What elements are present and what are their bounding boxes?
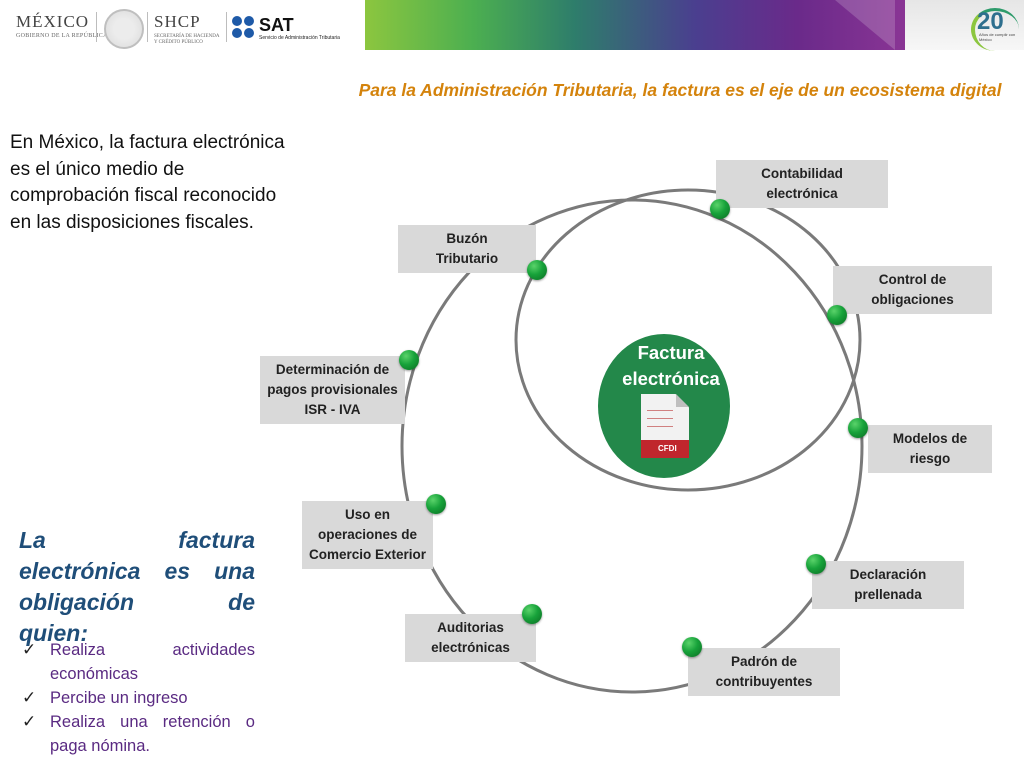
anniversary-logo: 20 Años de cumplir con México <box>971 8 1019 51</box>
slide-title: Para la Administración Tributaria, la fa… <box>358 80 1002 100</box>
document-fold <box>676 394 689 407</box>
shcp-sub-line1: SECRETARÍA DE HACIENDA <box>154 34 220 39</box>
label-determinacion: Determinación de pagos provisionales ISR… <box>260 356 405 424</box>
list-item: ✓ Realiza una retención o paga nómina. <box>22 710 255 758</box>
obligation-list: ✓ Realiza actividades económicas ✓ Percibe… <box>22 638 255 758</box>
node-auditorias <box>522 604 542 624</box>
document-line <box>647 426 673 427</box>
label-modelos: Modelos de riesgo <box>868 425 992 473</box>
node-control <box>827 305 847 325</box>
shcp-logo-subtext: SECRETARÍA DE HACIENDA Y CRÉDITO PÚBLICO <box>154 34 219 46</box>
shcp-logo-text: SHCP <box>154 12 201 31</box>
sat-logo-text: SAT <box>259 15 294 35</box>
checkmark-icon: ✓ <box>22 712 37 731</box>
sat-dots-icon <box>232 16 256 40</box>
checkmark-icon: ✓ <box>22 688 37 707</box>
node-determinacion <box>399 350 419 370</box>
document-line <box>647 418 673 419</box>
mexico-logo-subtext: GOBIERNO DE LA REPÚBLICA <box>16 33 108 39</box>
header-color-band <box>365 0 980 50</box>
sat-logo-subtext: Servicio de Administración Tributaria <box>259 35 340 41</box>
node-declaracion <box>806 554 826 574</box>
document-icon: CFDI <box>641 394 689 462</box>
label-padron: Padrón de contribuyentes <box>688 648 840 696</box>
obligation-heading-line1: La factura electrónica es una obligación… <box>19 527 255 615</box>
header-bar: MÉXICO GOBIERNO DE LA REPÚBLICA SHCP SEC… <box>0 0 1024 51</box>
anniversary-number: 20 <box>977 8 1004 35</box>
label-control: Control de obligaciones <box>833 266 992 314</box>
list-item: ✓ Percibe un ingreso <box>22 686 255 710</box>
label-comercio-exterior: Uso en operaciones de Comercio Exterior <box>302 501 433 569</box>
list-item-text: Percibe un ingreso <box>50 689 188 707</box>
shcp-sub-line2: Y CRÉDITO PÚBLICO <box>154 40 203 45</box>
label-auditorias: Auditorias electrónicas <box>405 614 536 662</box>
logo-sat: SAT Servicio de Administración Tributari… <box>259 16 340 41</box>
list-item-text: Realiza actividades económicas <box>50 641 255 683</box>
intro-paragraph: En México, la factura electrónica es el … <box>10 132 285 233</box>
node-contabilidad <box>710 199 730 219</box>
list-item: ✓ Realiza actividades económicas <box>22 638 255 686</box>
checkmark-icon: ✓ <box>22 640 37 659</box>
anniversary-text: Años de cumplir con México <box>979 32 1016 42</box>
logo-mexico: MÉXICO GOBIERNO DE LA REPÚBLICA <box>16 12 108 39</box>
node-modelos <box>848 418 868 438</box>
cfdi-label: CFDI <box>641 440 689 458</box>
document-line <box>647 410 673 411</box>
mexico-logo-text: MÉXICO <box>16 12 90 31</box>
label-declaracion: Declaración prellenada <box>812 561 964 609</box>
obligation-heading: La factura electrónica es una obligación… <box>19 525 255 649</box>
node-padron <box>682 637 702 657</box>
label-contabilidad: Contabilidad electrónica <box>716 160 888 208</box>
header-divider <box>96 12 97 42</box>
node-buzon <box>527 260 547 280</box>
label-buzon: Buzón Tributario <box>398 225 536 273</box>
header-divider <box>226 12 227 42</box>
node-comercio-exterior <box>426 494 446 514</box>
list-item-text: Realiza una retención o paga nómina. <box>50 713 255 755</box>
logo-shcp: SHCP SECRETARÍA DE HACIENDA Y CRÉDITO PÚ… <box>154 12 219 46</box>
national-seal-icon <box>104 9 144 49</box>
header-divider <box>147 12 148 42</box>
swoosh-icon <box>971 8 1019 51</box>
obligation-heading-line2: quien: <box>19 620 88 646</box>
center-title: Factura electrónica <box>622 342 720 389</box>
